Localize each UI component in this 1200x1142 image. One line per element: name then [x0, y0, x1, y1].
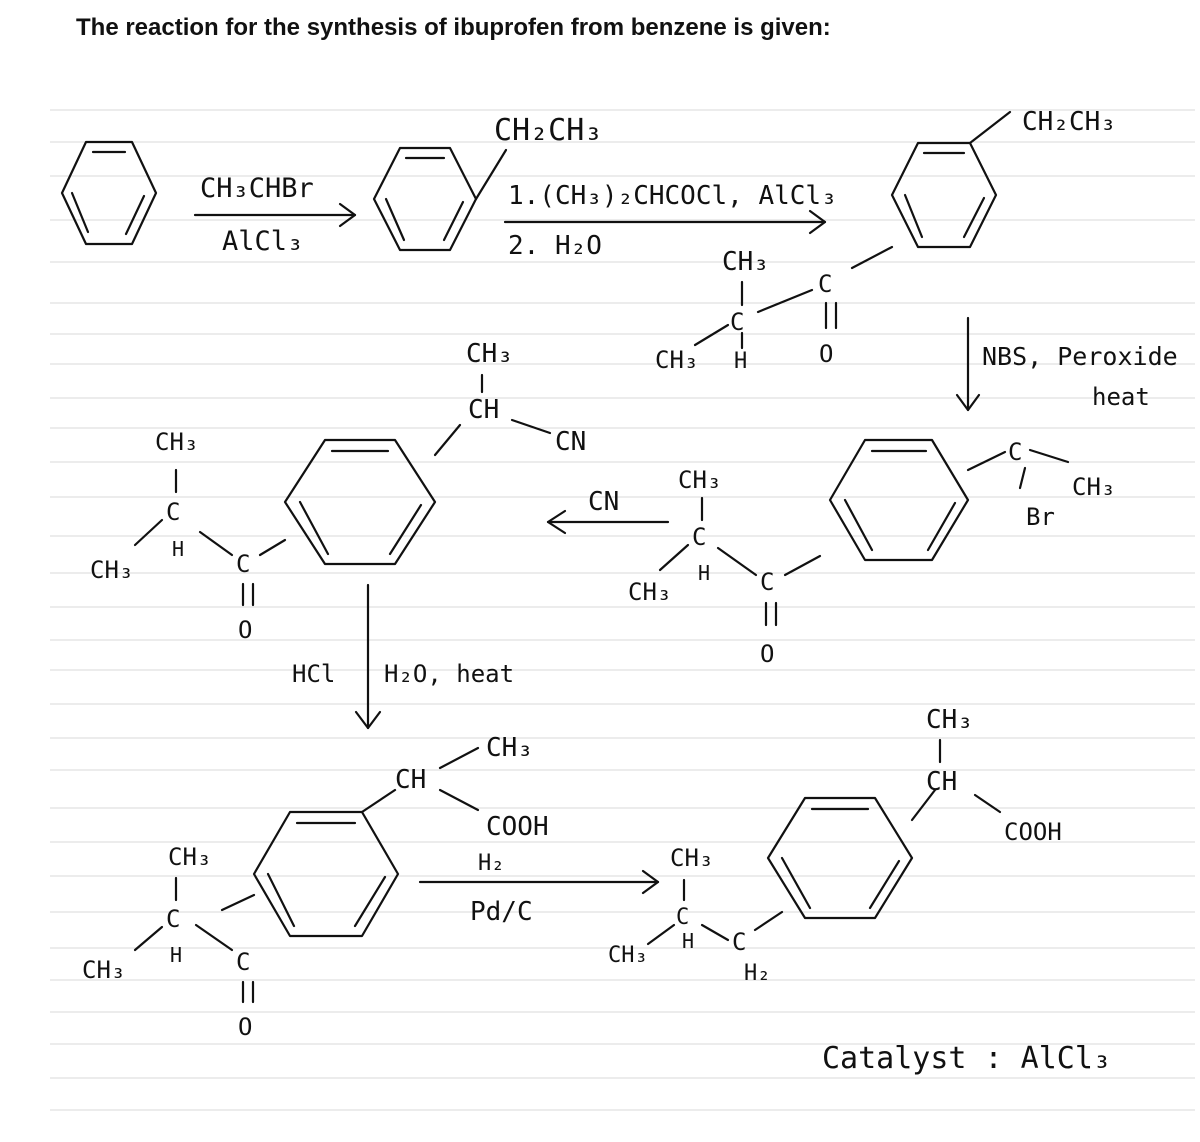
mid-oxygen: O [760, 640, 774, 668]
ketone-center-c: C [730, 308, 744, 336]
nitrile-h: H [172, 537, 184, 561]
ruled-lines [50, 109, 1195, 1111]
ketone-ch3-top: CH₃ [722, 247, 769, 277]
acid-ch: CH [395, 765, 426, 795]
nitrile-ch3-b: CH₃ [90, 556, 133, 584]
bromide-c: C [1008, 438, 1022, 466]
nitrile-carbonyl-c: C [236, 550, 250, 578]
ibuprofen-ch: CH [926, 767, 957, 797]
step3-reagent-top: NBS, Peroxide [982, 342, 1178, 371]
bromide-br: Br [1026, 503, 1055, 531]
step6-reagent-bottom: Pd/C [470, 897, 533, 927]
ibuprofen-ch3-b: CH₃ [608, 943, 648, 968]
benzene-molecule [60, 140, 158, 246]
mid-h: H [698, 561, 710, 585]
mid-ch3-left: CH₃ [628, 578, 671, 606]
acid-carbonyl-c: C [236, 948, 250, 976]
step3-reagent-bottom: heat [1092, 383, 1150, 411]
ibuprofen-ch3-top: CH₃ [926, 705, 973, 735]
ethyl-substituent: CH₂CH₃ [494, 113, 602, 148]
step1-reagent-top: CH₃CHBr [200, 173, 314, 204]
ketone-oxygen: O [819, 340, 833, 368]
acid-cooh: COOH [486, 812, 549, 842]
step4-reagent: CN [588, 487, 619, 517]
step5-reagent-left: HCl [292, 660, 335, 688]
acid-oxygen: O [238, 1013, 252, 1041]
step6-arrow: H₂ Pd/C [418, 851, 660, 927]
step1-arrow: CH₃CHBr AlCl₃ [193, 173, 357, 257]
ibuprofen-h: H [682, 929, 694, 953]
nitrile-ch: CH [468, 395, 499, 425]
mid-ch3-top: CH₃ [678, 466, 721, 494]
nitrile-intermediate: CH CH₃ CN CH₃ C CH₃ H C O [90, 339, 586, 644]
acid-ch3-a: CH₃ [168, 843, 211, 871]
step5-reagent-right: H₂O, heat [384, 660, 514, 688]
nitrile-ch3-top: CH₃ [466, 339, 513, 369]
acid-ch3-b: CH₃ [82, 956, 125, 984]
ibuprofen-c: C [676, 905, 689, 930]
ketone-carbonyl-c: C [818, 270, 832, 298]
step6-reagent-top: H₂ [478, 851, 505, 876]
nitrile-oxygen: O [238, 616, 252, 644]
nitrile-cn: CN [555, 427, 586, 457]
step4-arrow: CN [546, 487, 670, 535]
step1-reagent-bottom: AlCl₃ [222, 226, 303, 257]
page-title: The reaction for the synthesis of ibupro… [76, 14, 831, 41]
ketone-ethyl-substituent: CH₂CH₃ [1022, 107, 1116, 137]
ketone-h: H [734, 349, 747, 374]
ibuprofen-cooh: COOH [1004, 818, 1062, 846]
ibuprofen-h2: H₂ [744, 961, 771, 986]
catalyst-note: Catalyst : AlCl₃ [822, 1041, 1111, 1076]
acid-c: C [166, 905, 180, 933]
step5-arrow: HCl H₂O, heat [292, 583, 514, 730]
step2-arrow: 1.(CH₃)₂CHCOCl, AlCl₃ 2. H₂O [503, 181, 837, 261]
acid-ch3: CH₃ [486, 733, 533, 763]
mid-c: C [692, 523, 706, 551]
ethylbenzene-molecule: CH₂CH₃ [372, 113, 602, 252]
ibuprofen-molecule: CH CH₃ COOH CH₃ C CH₃ H C H₂ [608, 705, 1062, 986]
bromide-intermediate: C CH₃ Br [828, 438, 1115, 562]
nitrile-ch3-a: CH₃ [155, 428, 198, 456]
middle-ketone-fragment: CH₃ C CH₃ H C O [628, 466, 822, 668]
step2-reagent-bottom: 2. H₂O [508, 231, 602, 261]
ketone-product-top: CH₂CH₃ C O C CH₃ CH₃ H [655, 107, 1116, 374]
ketone-ch3-left: CH₃ [655, 346, 698, 374]
acid-h: H [170, 943, 182, 967]
bromide-ch3: CH₃ [1072, 473, 1115, 501]
nitrile-c: C [166, 498, 180, 526]
acid-ketone-intermediate: CH CH₃ COOH CH₃ C CH₃ H C O [82, 733, 549, 1041]
ibuprofen-ch3-a: CH₃ [670, 844, 713, 872]
step2-reagent-top: 1.(CH₃)₂CHCOCl, AlCl₃ [508, 181, 837, 211]
ibuprofen-ch2-c: C [732, 928, 746, 956]
mid-carbonyl-c: C [760, 568, 774, 596]
step3-arrow: NBS, Peroxide heat [955, 316, 1178, 412]
